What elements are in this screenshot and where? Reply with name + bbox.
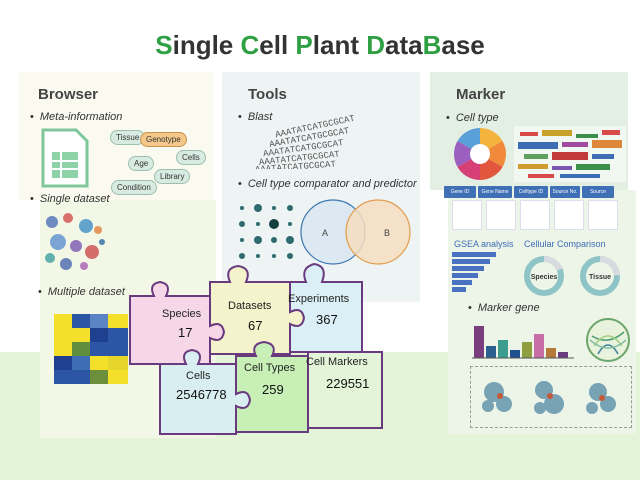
cell-type-item[interactable]: Cell type [446, 112, 499, 124]
tag-age: Age [128, 156, 155, 171]
umap-scatter-icon [45, 213, 105, 270]
svg-text:Species: Species [531, 274, 558, 281]
single-dataset-item[interactable]: Single dataset [30, 193, 110, 205]
source-no-button[interactable]: Source No. [550, 186, 580, 198]
comparator-item[interactable]: Cell type comparator and predictor [238, 178, 417, 190]
gsea-bar-icon [452, 252, 496, 292]
stat-value-experiments: 367 [316, 312, 338, 327]
stat-value-species: 17 [178, 325, 193, 340]
puzzle-piece-cell-markers [307, 351, 383, 429]
circos-plot-icon [586, 318, 630, 362]
page-title: Single Cell Plant DataBase [155, 30, 485, 60]
meta-information-item[interactable]: Meta-information [30, 111, 123, 123]
browser-title: Browser [38, 86, 99, 103]
venn-label-a: A [322, 228, 328, 238]
svg-text:AAATATCATGCGCAT: AAATATCATGCGCAT [255, 160, 337, 169]
tag-library: Library [154, 169, 191, 184]
stat-value-cells: 2546778 [176, 387, 227, 402]
gsea-label: GSEA analysis [454, 239, 514, 249]
blast-item[interactable]: Blast [238, 111, 272, 123]
puzzle-piece-cell-types [235, 340, 309, 433]
tag-condition: Condition [111, 180, 157, 195]
stat-label-cells: Cells [186, 370, 211, 382]
stat-value-cell-markers: 229551 [326, 376, 370, 391]
tag-genotype: Genotype [140, 132, 187, 147]
stat-label-cell-types: Cell Types [244, 362, 296, 374]
dot-matrix-icon [239, 204, 294, 259]
puzzle-piece-experiments [289, 262, 363, 353]
cellular-comparison-label: Cellular Comparison [524, 239, 606, 249]
marker-bar-icon [472, 326, 574, 359]
umap-clusters-box [470, 366, 632, 428]
tools-title: Tools [248, 86, 287, 103]
color-wheel-icon [454, 128, 506, 180]
umap-clusters-icon [482, 381, 616, 414]
celltype-id-button[interactable]: Celltype ID [514, 186, 548, 198]
heatmap-icon [54, 314, 128, 384]
marker-title: Marker [456, 86, 506, 103]
gene-name-button[interactable]: Gene Name [478, 186, 512, 198]
stat-value-datasets: 67 [248, 318, 263, 333]
stat-label-datasets: Datasets [228, 300, 272, 312]
species-donut: Species [524, 256, 564, 296]
gene-id-button[interactable]: Gene ID [444, 186, 476, 198]
stat-label-cell-markers: Cell Markers [306, 356, 368, 368]
venn-label-b: B [384, 228, 390, 238]
stat-label-experiments: Experiments [288, 293, 350, 305]
word-cloud-icon [514, 126, 626, 182]
spreadsheet-icon [41, 128, 89, 188]
source-dataset-button[interactable]: Source Dataset [582, 186, 614, 207]
stats-puzzle [129, 262, 383, 435]
stat-label-species: Species [162, 308, 202, 320]
tag-tissue: Tissue [110, 130, 146, 145]
result-boxes [452, 200, 622, 230]
tissue-donut: Tissue [580, 256, 620, 296]
stat-value-cell-types: 259 [262, 382, 284, 397]
multiple-dataset-item[interactable]: Multiple dataset [38, 286, 125, 298]
tag-cells: Cells [176, 150, 206, 165]
svg-text:Tissue: Tissue [589, 274, 611, 281]
blast-sequence-icon: AAATATCATGCGCAT AAATATCATGCGCAT AAATATCA… [255, 115, 356, 169]
venn-diagram: A B [300, 199, 411, 265]
marker-gene-item[interactable]: Marker gene [468, 302, 540, 314]
